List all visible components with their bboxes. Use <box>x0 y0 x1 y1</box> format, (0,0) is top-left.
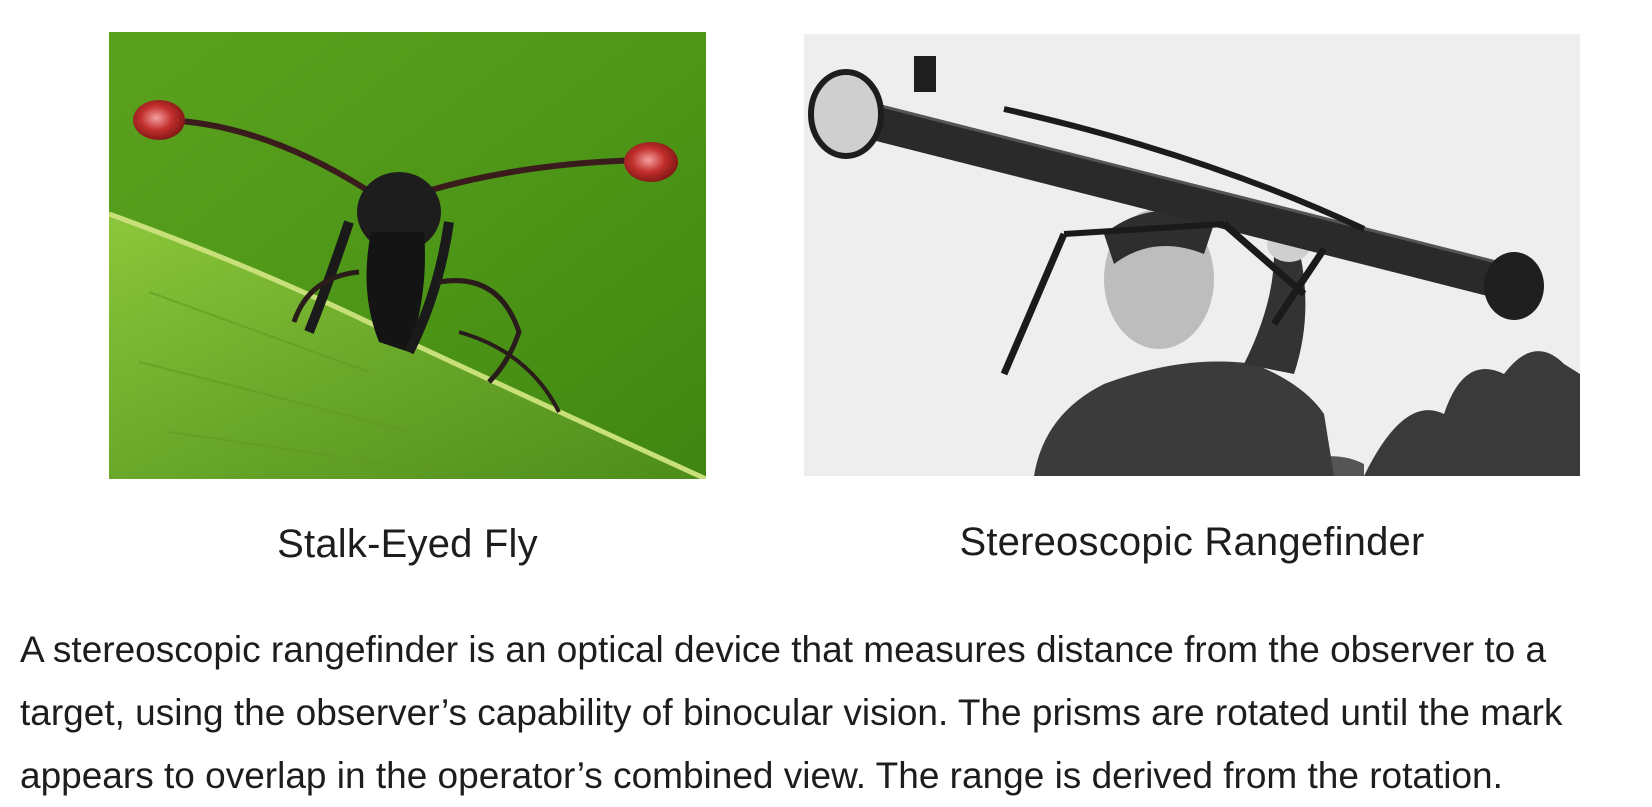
rangefinder-photo <box>804 34 1580 476</box>
caption-stalk-eyed-fly: Stalk-Eyed Fly <box>277 522 538 566</box>
description-paragraph: A stereoscopic rangefinder is an optical… <box>20 629 1563 796</box>
caption-stereoscopic-rangefinder: Stereoscopic Rangefinder <box>959 520 1425 564</box>
rangefinder-image <box>804 34 1580 476</box>
stalk-eyed-fly-image <box>109 32 706 479</box>
stalk-eyed-fly-photo <box>109 32 706 479</box>
